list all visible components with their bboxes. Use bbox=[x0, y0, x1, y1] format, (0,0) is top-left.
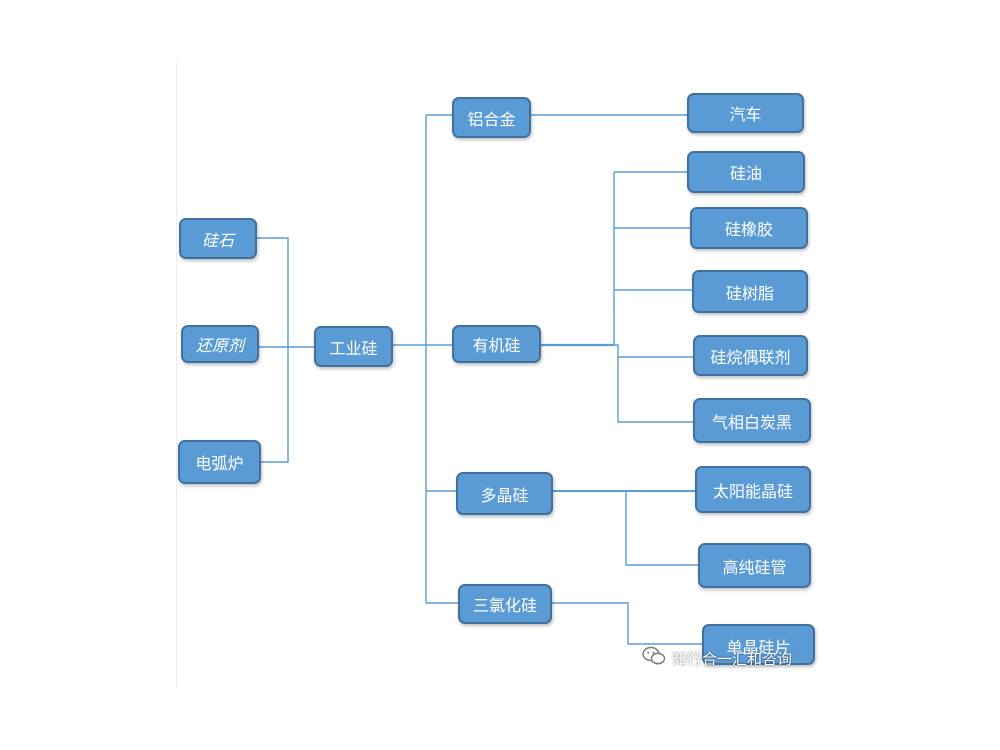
watermark-text: 知行合一汇和咨询 bbox=[672, 649, 793, 668]
connector-qixiang bbox=[617, 357, 695, 423]
app-node-guiwanouji[interactable]: 硅烷偶联剂 bbox=[693, 335, 808, 376]
product-node-youjigui[interactable]: 有机硅 bbox=[452, 325, 541, 363]
watermark: 知行合一汇和咨询 bbox=[642, 646, 792, 670]
connector-danjing bbox=[551, 602, 704, 645]
connector-lvhejin bbox=[425, 114, 454, 603]
page-border bbox=[176, 62, 177, 687]
core-node-gongyegui[interactable]: 工业硅 bbox=[314, 326, 393, 367]
app-node-qixiang[interactable]: 气相白炭黑 bbox=[693, 398, 811, 443]
app-node-gaochun[interactable]: 高纯硅管 bbox=[698, 543, 811, 588]
product-node-duojinggui[interactable]: 多晶硅 bbox=[456, 472, 553, 515]
connector-guiwanouji bbox=[614, 344, 695, 358]
product-node-sanlvhuagui[interactable]: 三氯化硅 bbox=[458, 584, 552, 624]
product-node-lvhejin[interactable]: 铝合金 bbox=[452, 97, 531, 138]
input-node-diantulu[interactable]: 电弧炉 bbox=[178, 440, 261, 484]
app-node-danjing[interactable]: 单晶硅片 bbox=[702, 624, 815, 665]
app-node-qiche[interactable]: 汽车 bbox=[687, 93, 804, 133]
wechat-icon bbox=[642, 646, 666, 670]
app-node-guixiangjiao[interactable]: 硅橡胶 bbox=[690, 207, 808, 249]
connector-guishi bbox=[256, 237, 289, 347]
app-node-taiyangneng[interactable]: 太阳能晶硅 bbox=[695, 466, 811, 513]
connector-diantulu bbox=[261, 347, 289, 463]
input-node-huanyuanji[interactable]: 还原剂 bbox=[181, 325, 259, 363]
connector-gaochun bbox=[625, 491, 700, 566]
app-node-guishuzhi[interactable]: 硅树脂 bbox=[692, 270, 808, 313]
app-node-guiyou[interactable]: 硅油 bbox=[687, 151, 805, 193]
input-node-guishi[interactable]: 硅石 bbox=[179, 218, 257, 259]
connector-guiyou bbox=[613, 171, 689, 345]
